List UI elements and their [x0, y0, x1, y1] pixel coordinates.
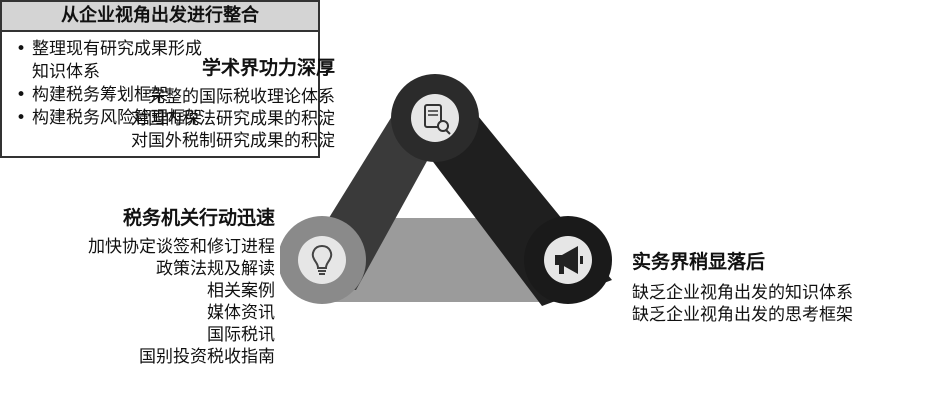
practice-line: 缺乏企业视角出发的思考框架 — [632, 305, 853, 325]
tax-authority-line: 政策法规及解读 — [156, 259, 275, 279]
document-search-icon — [411, 94, 459, 142]
integration-item-continued: 知识体系 — [32, 62, 100, 82]
integration-title: 从企业视角出发进行整合 — [2, 2, 318, 32]
tax-authority-title: 税务机关行动迅速 — [122, 207, 275, 229]
lightbulb-icon — [298, 236, 346, 284]
integration-item: 构建税务风险管理框架 — [16, 107, 318, 130]
practice-title: 实务界稍显落后 — [632, 251, 766, 273]
integration-item: 整理现有研究成果形成 — [16, 38, 318, 61]
academia-line: 对国外税制研究成果的积淀 — [131, 131, 335, 151]
tax-authority-block: 税务机关行动迅速 加快协定谈签和修订进程 政策法规及解读 相关案例 媒体资讯 国… — [88, 206, 275, 368]
integration-list: 整理现有研究成果形成 知识体系 构建税务筹划框架 构建税务风险管理框架 — [2, 38, 318, 130]
tax-authority-line: 国际税讯 — [207, 325, 275, 345]
tax-authority-line: 相关案例 — [207, 281, 275, 301]
academia-title: 学术界功力深厚 — [201, 57, 335, 79]
practice-block: 实务界稍显落后 缺乏企业视角出发的知识体系 缺乏企业视角出发的思考框架 — [632, 250, 853, 326]
megaphone-icon — [544, 236, 592, 284]
triangle-diagram — [280, 74, 612, 306]
integration-item: 构建税务筹划框架 — [16, 84, 318, 107]
tax-authority-line: 国别投资税收指南 — [139, 347, 275, 367]
tax-authority-line: 媒体资讯 — [207, 303, 275, 323]
practice-line: 缺乏企业视角出发的知识体系 — [632, 283, 853, 303]
tax-authority-line: 加快协定谈签和修订进程 — [88, 237, 275, 257]
integration-box: 从企业视角出发进行整合 整理现有研究成果形成 知识体系 构建税务筹划框架 构建税… — [0, 0, 320, 158]
